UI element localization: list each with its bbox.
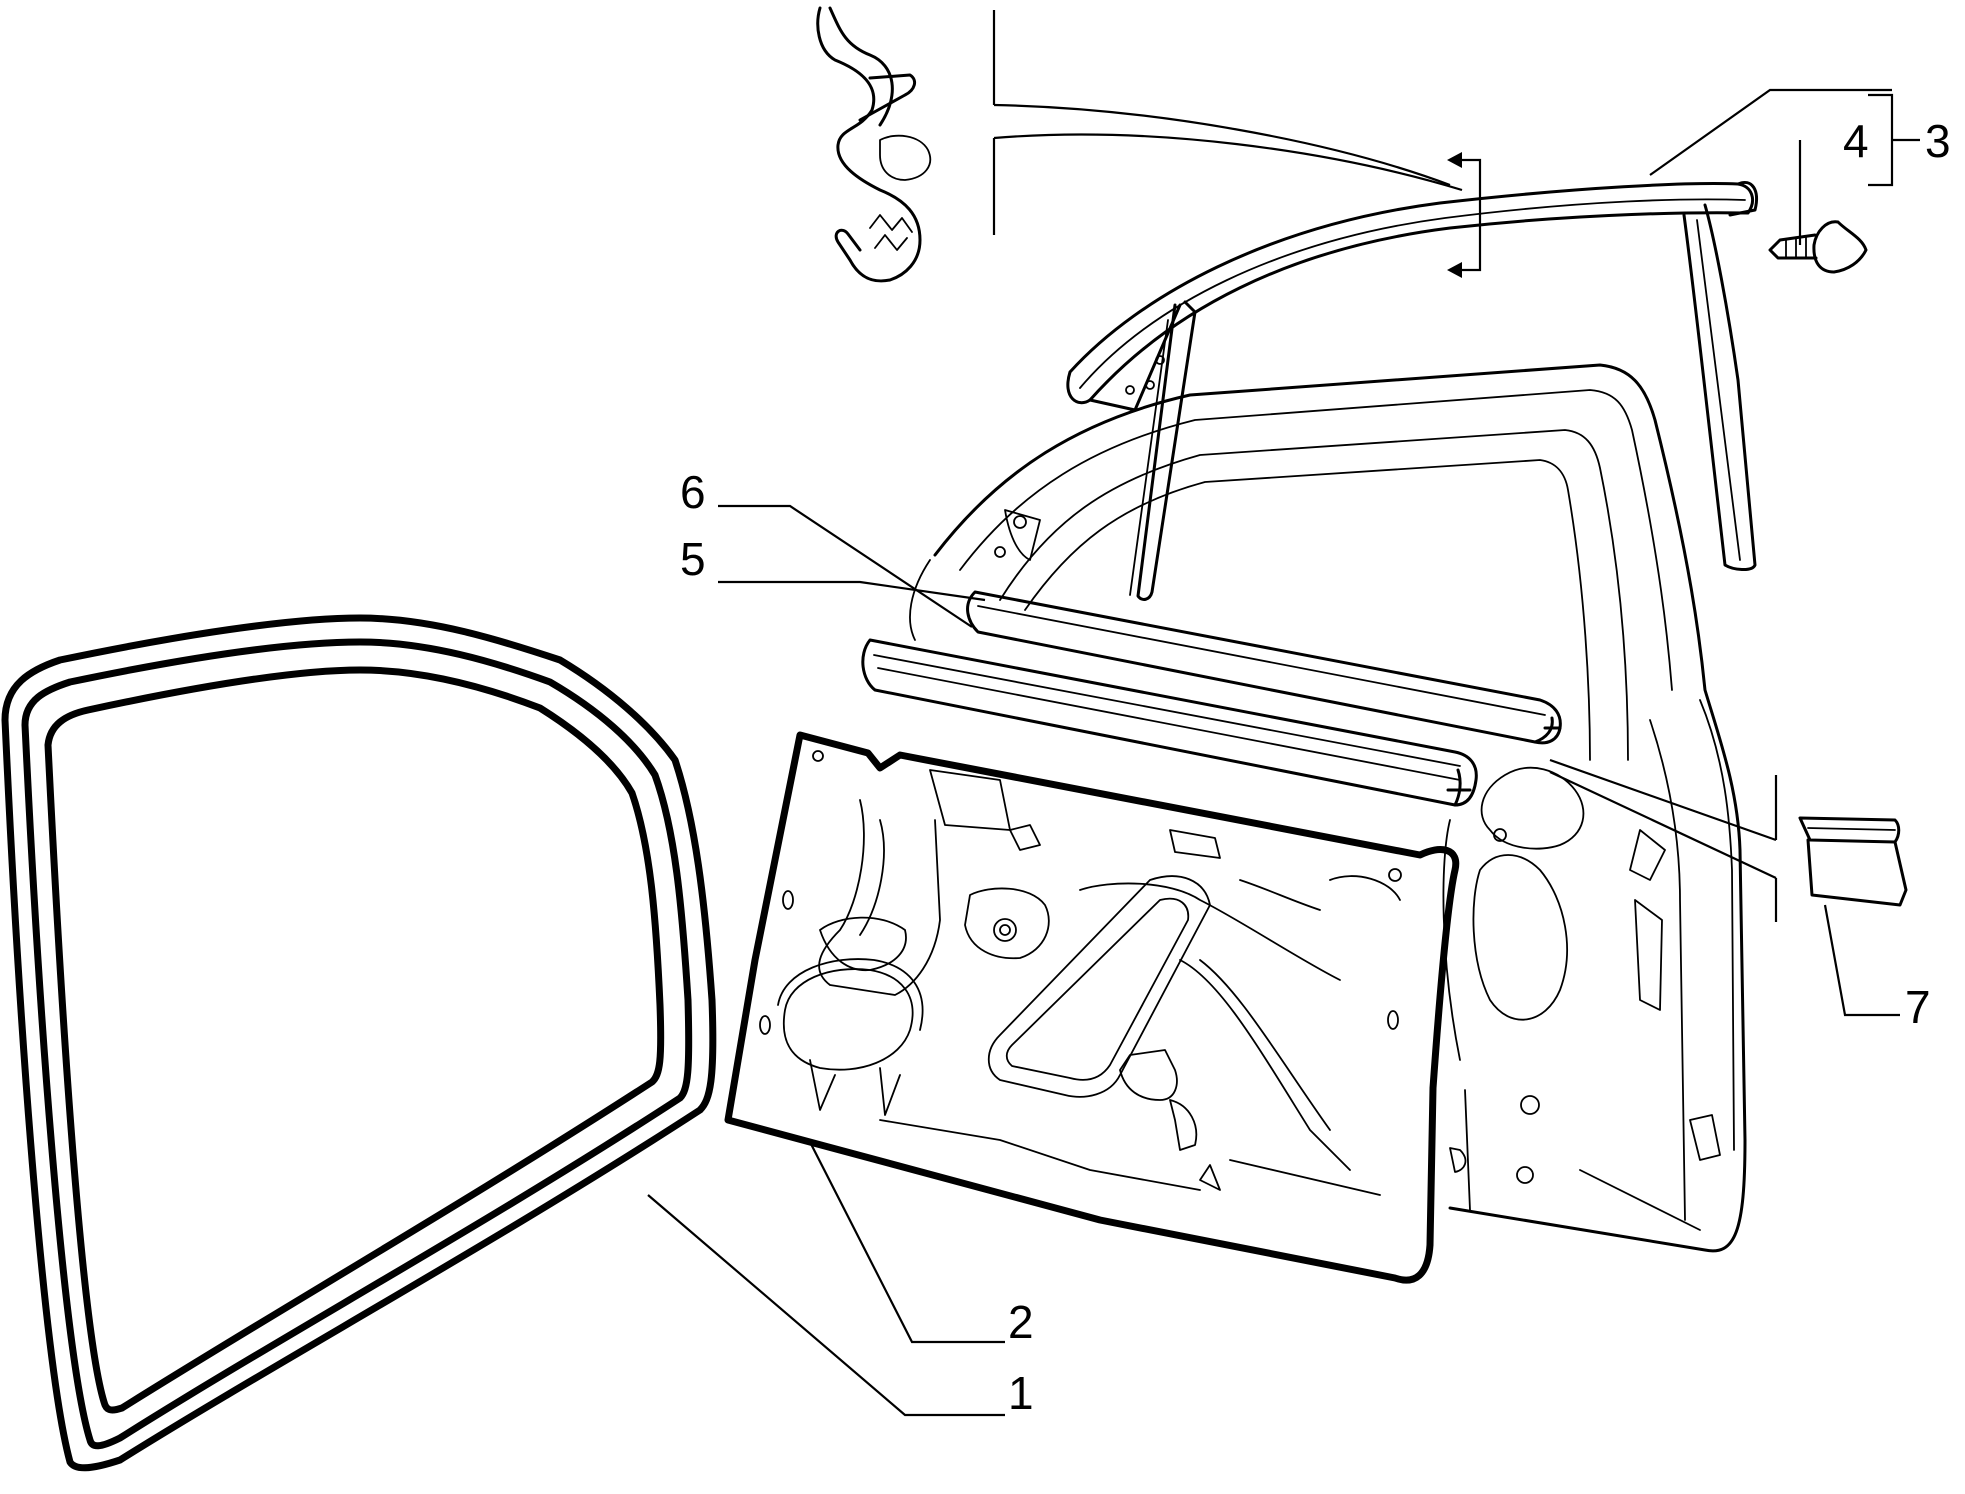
callout-6: 6 <box>680 466 706 518</box>
window-frame-trim <box>1066 181 1758 601</box>
trim-clip-screw <box>1768 220 1868 274</box>
callout-4: 4 <box>1843 115 1869 167</box>
callout-2: 2 <box>1008 1296 1034 1348</box>
cover-cap <box>1798 816 1908 907</box>
section-marks <box>992 10 1778 922</box>
callout-1: 1 <box>1008 1367 1034 1419</box>
inner-door-panel <box>724 731 1460 1284</box>
leader-lines <box>647 88 1920 1417</box>
callout-3: 3 <box>1925 115 1951 167</box>
seal-cross-section-detail <box>816 6 932 283</box>
callout-7: 7 <box>1905 981 1931 1033</box>
callout-labels: 1 2 3 4 5 6 7 <box>680 115 1951 1419</box>
inner-belt-line-seal <box>861 638 1478 807</box>
callout-5: 5 <box>680 533 706 585</box>
outer-belt-line-seal <box>966 590 1562 745</box>
door-rubber-seal <box>1 614 717 1472</box>
door-shell <box>909 363 1747 1253</box>
